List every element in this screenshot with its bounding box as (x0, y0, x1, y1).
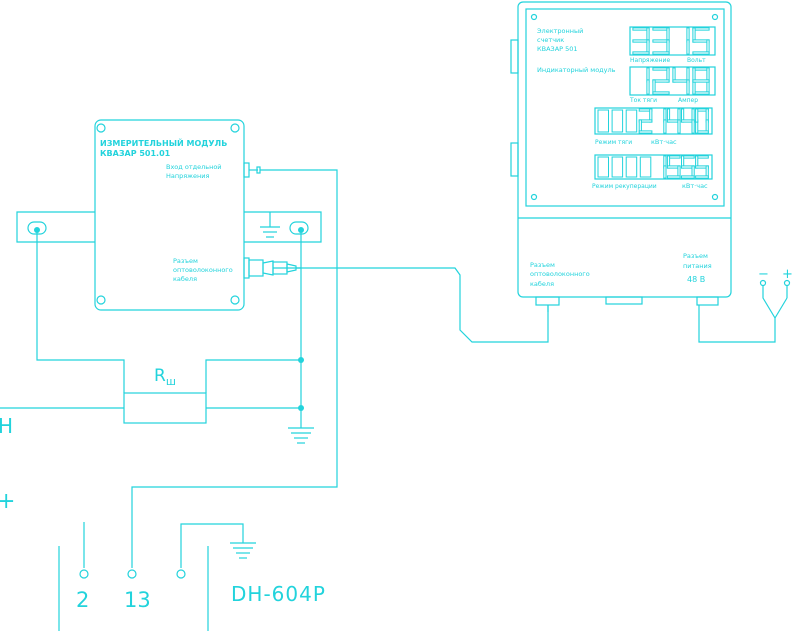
digit-4 (680, 108, 695, 134)
counter-fiber-label-1: Разъем (530, 261, 555, 269)
voltage-digits (632, 27, 710, 55)
digit-0 (695, 108, 709, 134)
digit-cell-empty (597, 109, 609, 133)
pin-13-terminal (127, 569, 137, 579)
mounting-bracket (16, 211, 322, 243)
terminal-minus (759, 279, 767, 287)
fiber-connector (243, 257, 250, 279)
regen-mode-label: Режим рекуперации (592, 183, 657, 190)
module-screw-br (230, 295, 240, 305)
module-screw-bl (96, 295, 106, 305)
shunt-label: Rш (154, 366, 176, 388)
current-unit-right: Ампер (678, 97, 698, 104)
junctions (34, 227, 304, 411)
dh604p-device (58, 522, 256, 631)
digit-4 (672, 67, 690, 95)
digit-8 (692, 67, 710, 95)
measurement-module (94, 119, 297, 311)
voltage-unit-right: Вольт (687, 57, 706, 64)
digit-cell-empty (625, 109, 638, 133)
digit-5 (692, 27, 710, 55)
module-screw-tl (96, 123, 106, 133)
digit-2 (652, 67, 670, 95)
digit-3 (632, 27, 650, 55)
shunt-resistor (0, 230, 301, 424)
module-connector-label-3: кабеля (173, 275, 197, 283)
digit-cell-empty (625, 156, 638, 178)
counter-power-label-3: 48 В (687, 275, 705, 284)
regen-energy-digits (597, 155, 709, 179)
counter-fiber-label-3: кабеля (530, 280, 554, 288)
counter-name-line3: КВАЗАР 501 (537, 45, 578, 53)
fiber-optic-cable (296, 267, 549, 343)
current-display (629, 66, 716, 96)
digit-cell-empty (611, 109, 624, 133)
power-plus-label: + (782, 267, 792, 282)
voltage-input-connector (243, 162, 250, 178)
regen-energy-display (594, 154, 713, 180)
module-input-label-1: Вход отдельной (166, 163, 222, 171)
bracket-slot-right (289, 221, 309, 235)
module-body (94, 119, 245, 311)
ground-symbol-bracket (260, 212, 280, 238)
digit-3 (652, 27, 670, 55)
electronic-counter (510, 1, 732, 312)
module-input-label-2: Напряжения (166, 172, 209, 180)
terminal-plus (783, 279, 791, 287)
pin-13-label: 13 (124, 588, 151, 612)
counter-name-line2: счетчик (537, 36, 564, 44)
digit-5 (680, 155, 695, 179)
current-digits (646, 67, 710, 95)
digit-5 (695, 155, 709, 179)
voltage-sense-wire (131, 169, 338, 568)
ground-terminal (176, 569, 186, 579)
left-label-h: H (0, 414, 13, 438)
counter-panel (525, 8, 725, 207)
traction-unit: кВт·час (651, 138, 677, 146)
power-minus-label: − (758, 267, 769, 282)
digit-5 (666, 155, 681, 179)
digit-cell-empty (611, 156, 624, 178)
power-feed-wiring (698, 279, 791, 343)
pin-2-label: 2 (76, 588, 89, 612)
indicator-module-label: Индикаторный модуль (537, 66, 616, 74)
current-unit-left: Ток тяги (629, 97, 657, 104)
module-connector-label-1: Разъем (173, 257, 198, 265)
module-title-line2: КВАЗАР 501.01 (100, 149, 171, 158)
ground-symbol-shunt (288, 427, 314, 444)
counter-power-connector (696, 296, 719, 306)
module-connector-label-2: оптоволоконного (173, 266, 233, 274)
digit-cell-empty (597, 156, 609, 178)
digit-4 (666, 108, 681, 134)
counter-power-label-1: Разъем (683, 252, 708, 260)
counter-fiber-connector (535, 296, 560, 306)
module-title-line1: ИЗМЕРИТЕЛЬНЫЙ МОДУЛЬ (100, 137, 227, 148)
traction-energy-display (594, 107, 713, 135)
voltage-unit-left: Напряжение (630, 57, 670, 64)
traction-energy-digits (597, 108, 709, 134)
left-label-plus: + (0, 489, 15, 514)
counter-fiber-label-2: оптоволоконного (530, 270, 590, 278)
digit-cell-empty (639, 156, 652, 178)
regen-unit: кВт·час (682, 182, 708, 190)
shunt-body (123, 392, 207, 424)
counter-power-label-2: питания (683, 262, 712, 270)
voltage-display (629, 26, 716, 56)
module-screw-tr (230, 123, 240, 133)
device-name: DH-604P (231, 582, 326, 606)
counter-name-line1: Электронный (537, 27, 583, 35)
digit-2 (638, 108, 653, 134)
traction-mode-label: Режим тяги (595, 139, 632, 146)
pin-2-terminal (79, 569, 89, 579)
